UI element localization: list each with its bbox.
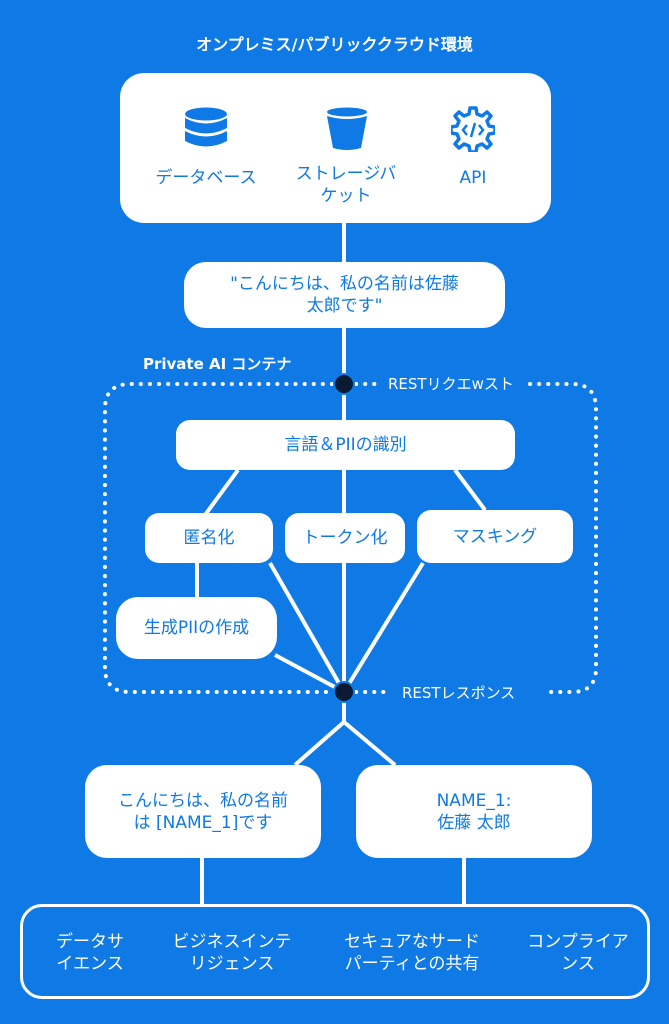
api-gear-icon bbox=[451, 106, 495, 152]
tokenize-box: トークン化 bbox=[285, 513, 405, 563]
anonymize-box: 匿名化 bbox=[145, 513, 273, 563]
api-label: API bbox=[459, 168, 487, 188]
output-mapping-box: NAME_1: 佐藤 太郎 bbox=[356, 765, 592, 858]
rest-request-label: RESTリクエwスト bbox=[388, 375, 514, 393]
use-case-business-intelligence: ビジネスインテリジェンス bbox=[172, 932, 292, 974]
request-node bbox=[333, 373, 355, 395]
rest-response-label: RESTレスポンス bbox=[402, 684, 516, 702]
synthetic-pii-box: 生成PIIの作成 bbox=[116, 597, 277, 659]
database-icon bbox=[185, 107, 227, 147]
use-case-data-science: データサイエンス bbox=[56, 932, 124, 974]
output-redacted-box: こんにちは、私の名前 は [NAME_1]です bbox=[85, 765, 321, 858]
bucket-label: ストレージバ ケット bbox=[295, 164, 397, 206]
database-label: データベース bbox=[155, 168, 257, 188]
masking-box: マスキング bbox=[417, 510, 573, 563]
use-case-third-party-sharing: セキュアなサードパーティとの共有 bbox=[344, 932, 480, 974]
use-cases-box bbox=[20, 904, 650, 999]
pii-detection-box: 言語＆PIIの識別 bbox=[176, 420, 515, 470]
top-title: オンプレミス/パブリッククラウド環境 bbox=[196, 35, 473, 54]
bucket-icon bbox=[327, 107, 367, 150]
use-case-compliance: コンプライアンス bbox=[527, 932, 629, 974]
response-node bbox=[333, 681, 355, 703]
container-title: Private AI コンテナ bbox=[143, 355, 292, 373]
input-text-box: "こんにちは、私の名前は佐藤 太郎です" bbox=[184, 262, 505, 328]
